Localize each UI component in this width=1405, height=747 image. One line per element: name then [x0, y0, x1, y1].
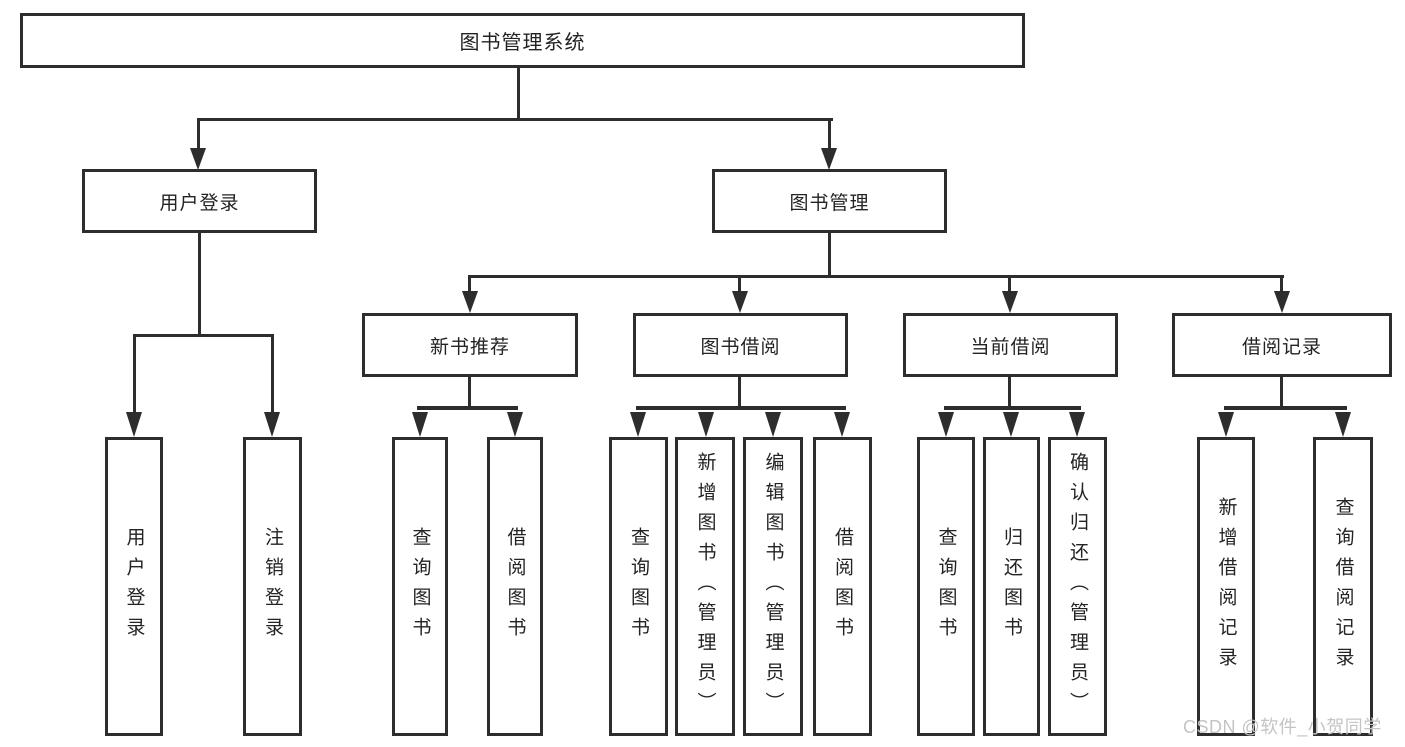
leaf-logout: 注销登录	[243, 437, 302, 736]
connector-current-borrow-hline	[944, 406, 1081, 410]
leaf-edit-book-admin-label: 编辑图书（管理员）	[762, 451, 784, 722]
connector-new-book-trunk	[468, 377, 471, 409]
leaf-confirm-return-admin-label: 确认归还（管理员）	[1067, 451, 1088, 722]
arrow-to-login-leaf	[126, 412, 142, 437]
connector-level2-hline	[197, 118, 833, 121]
connector-current-borrow-trunk	[1008, 377, 1011, 409]
arrow-d3	[1069, 412, 1085, 437]
leaf-add-book-admin: 新增图书（管理员）	[675, 437, 735, 736]
connector-stem-new-book	[468, 278, 471, 292]
leaf-add-book-admin-label: 新增图书（管理员）	[694, 451, 716, 722]
connector-new-book-hline	[417, 406, 518, 410]
connector-user-login-hline	[133, 334, 274, 337]
leaf-user-login-label: 用户登录	[123, 526, 145, 647]
arrow-c2	[698, 412, 714, 437]
connector-borrow-record-hline	[1224, 406, 1347, 410]
node-user-login-label: 用户登录	[159, 192, 240, 214]
arrow-to-book-mgmt	[821, 148, 837, 170]
arrow-to-book-borrow	[732, 291, 748, 313]
arrow-e2	[1335, 412, 1351, 437]
node-borrow-record-label: 借阅记录	[1241, 336, 1322, 358]
leaf-edit-book-admin: 编辑图书（管理员）	[743, 437, 803, 736]
connector-stem-user-login	[197, 121, 200, 151]
node-user-login: 用户登录	[82, 169, 317, 233]
leaf-query-book-1: 查询图书	[392, 437, 448, 736]
leaf-query-borrow-record: 查询借阅记录	[1313, 437, 1373, 736]
leaf-query-borrow-record-label: 查询借阅记录	[1332, 496, 1354, 677]
connector-book-borrow-hline	[636, 406, 846, 410]
leaf-query-book-2-label: 查询图书	[628, 526, 649, 647]
connector-book-borrow-trunk	[738, 377, 741, 409]
connector-stem-borrow-record	[1280, 278, 1283, 292]
node-current-borrow: 当前借阅	[903, 313, 1118, 377]
connector-root-trunk	[517, 68, 520, 121]
arrow-b1	[412, 412, 428, 437]
leaf-query-book-2: 查询图书	[609, 437, 668, 736]
node-book-mgmt: 图书管理	[712, 169, 947, 233]
arrow-to-new-book	[462, 291, 478, 313]
leaf-query-book-3-label: 查询图书	[935, 526, 957, 647]
leaf-borrow-book-2-label: 借阅图书	[832, 526, 853, 647]
node-new-book-recommend: 新书推荐	[362, 313, 578, 377]
connector-book-mgmt-trunk	[828, 233, 831, 275]
arrow-e1	[1218, 412, 1234, 437]
arrow-d2	[1003, 412, 1019, 437]
leaf-user-login: 用户登录	[105, 437, 163, 736]
leaf-add-borrow-record: 新增借阅记录	[1197, 437, 1255, 736]
node-book-borrow-label: 图书借阅	[700, 336, 781, 358]
leaf-borrow-book-2: 借阅图书	[813, 437, 872, 736]
arrow-c4	[834, 412, 850, 437]
leaf-confirm-return-admin: 确认归还（管理员）	[1048, 437, 1107, 736]
csdn-watermark: CSDN @软件_小贺同学	[1183, 717, 1382, 737]
arrow-c3	[765, 412, 781, 437]
arrow-to-current-borrow	[1002, 291, 1018, 313]
node-root-label: 图书管理系统	[459, 32, 586, 54]
connector-stem-book-borrow	[738, 278, 741, 292]
arrow-b2	[507, 412, 523, 437]
connector-user-login-trunk	[198, 233, 201, 336]
node-new-book-recommend-label: 新书推荐	[429, 336, 510, 358]
arrow-to-user-login	[190, 148, 206, 170]
leaf-logout-label: 注销登录	[262, 526, 283, 647]
leaf-query-book-3: 查询图书	[917, 437, 975, 736]
connector-stem-login-leaf	[133, 337, 136, 416]
node-book-mgmt-label: 图书管理	[789, 192, 870, 214]
node-borrow-record: 借阅记录	[1172, 313, 1392, 377]
connector-level3-hline	[468, 275, 1284, 278]
connector-stem-book-mgmt	[828, 121, 831, 151]
arrow-to-logout-leaf	[264, 412, 280, 437]
leaf-borrow-book-1: 借阅图书	[487, 437, 543, 736]
node-root: 图书管理系统	[20, 13, 1025, 68]
node-current-borrow-label: 当前借阅	[970, 336, 1051, 358]
arrow-to-borrow-record	[1274, 291, 1290, 313]
leaf-query-book-1-label: 查询图书	[409, 526, 431, 647]
leaf-return-book-label: 归还图书	[1001, 526, 1022, 647]
connector-stem-current-borrow	[1008, 278, 1011, 292]
arrow-d1	[938, 412, 954, 437]
node-book-borrow: 图书借阅	[633, 313, 848, 377]
connector-stem-logout-leaf	[271, 337, 274, 416]
leaf-return-book: 归还图书	[983, 437, 1040, 736]
arrow-c1	[630, 412, 646, 437]
connector-borrow-record-trunk	[1280, 377, 1283, 409]
leaf-borrow-book-1-label: 借阅图书	[504, 526, 526, 647]
leaf-add-borrow-record-label: 新增借阅记录	[1215, 496, 1237, 677]
